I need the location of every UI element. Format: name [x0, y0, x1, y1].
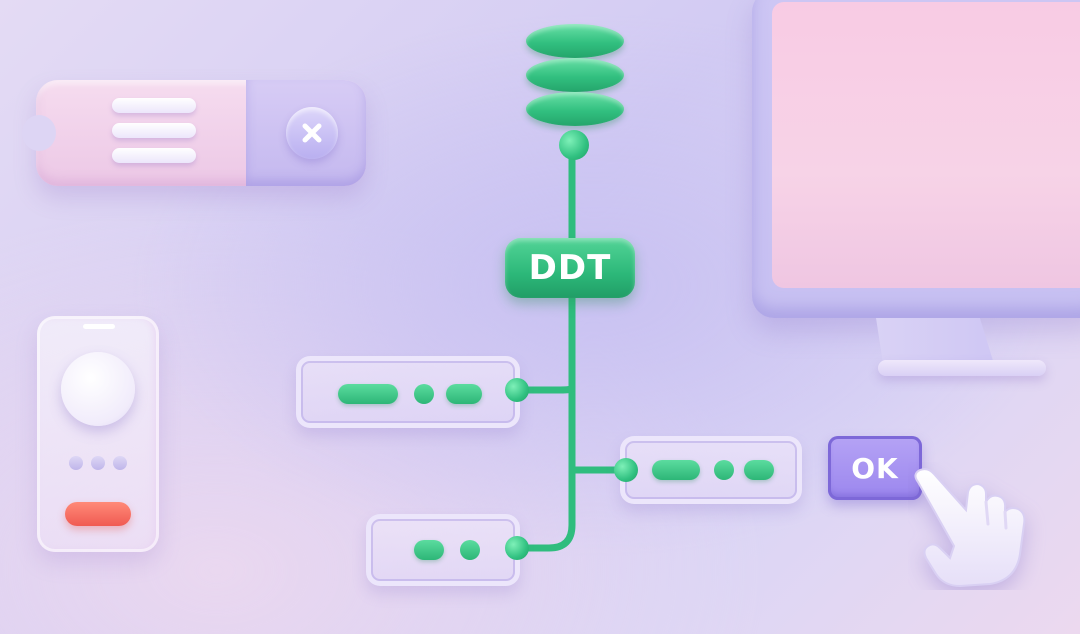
phone-dot-2	[91, 456, 105, 470]
monitor-screen	[772, 2, 1080, 288]
card-2-node-ball	[614, 458, 638, 482]
diagram-card-3	[366, 514, 520, 586]
close-button[interactable]	[286, 107, 338, 159]
card-1-pill-short	[446, 384, 482, 404]
monitor-stand-neck	[876, 318, 994, 364]
card-3-node-ball	[505, 536, 529, 560]
card-1-pill	[338, 384, 398, 404]
phone-speaker	[83, 324, 115, 329]
ddt-label-box: DDT	[505, 238, 635, 298]
pointing-hand-cursor-icon	[914, 468, 1026, 588]
database-stack-icon-disk-3	[526, 92, 624, 126]
card-3-dot	[460, 540, 480, 560]
hamburger-menu-icon-line-3	[112, 148, 196, 163]
menu-close-pill	[22, 80, 366, 186]
hamburger-menu-icon-line-1	[112, 98, 196, 113]
connector-trunk-bottom	[516, 294, 576, 552]
diagram-card-2	[620, 436, 802, 504]
phone-avatar-circle	[61, 352, 135, 426]
card-2-pill	[652, 460, 700, 480]
card-2-dot	[714, 460, 734, 480]
card-1-dot	[414, 384, 434, 404]
hamburger-menu-icon-line-2	[112, 123, 196, 138]
pill-notch	[22, 115, 56, 151]
diagram-card-1	[296, 356, 520, 428]
close-x-icon	[302, 123, 322, 143]
card-3-pill	[414, 540, 444, 560]
phone-red-button[interactable]	[65, 502, 131, 526]
card-1-node-ball	[505, 378, 529, 402]
phone-dot-1	[69, 456, 83, 470]
card-2-pill-short	[744, 460, 774, 480]
database-stack-icon-disk-1	[526, 24, 624, 58]
monitor-stand-base	[878, 360, 1046, 376]
phone-dot-3	[113, 456, 127, 470]
desktop-monitor	[752, 0, 1080, 318]
connector-to-card-1	[516, 384, 576, 394]
database-node-ball	[559, 130, 589, 160]
phone-mockup	[37, 316, 159, 552]
database-stack-icon-disk-2	[526, 58, 624, 92]
ok-button[interactable]: OK	[828, 436, 922, 500]
